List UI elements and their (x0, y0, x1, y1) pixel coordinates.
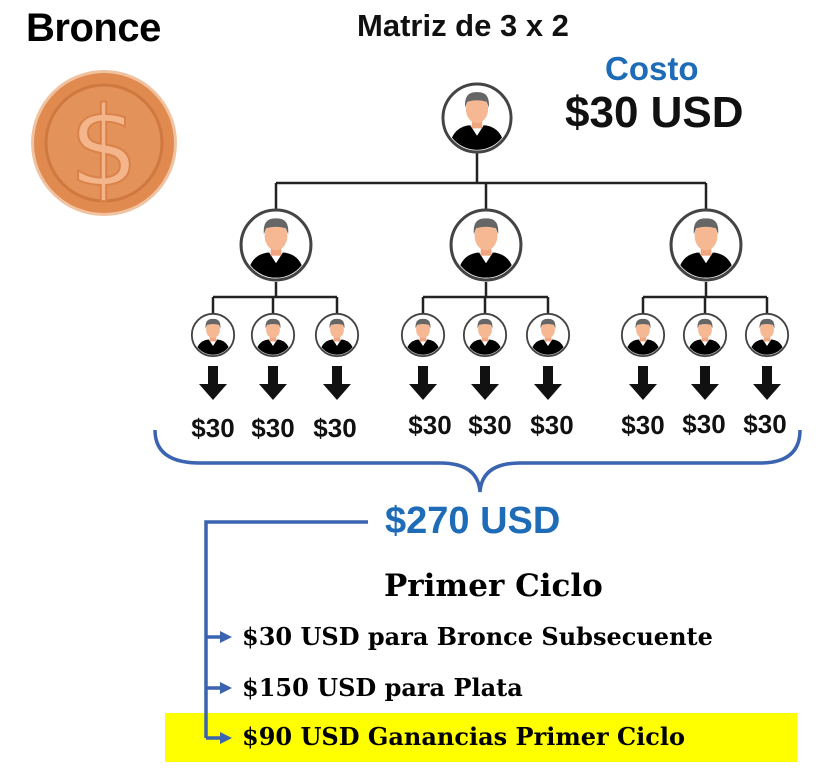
amount-label: $30 (408, 410, 452, 440)
arrow-right-icons (220, 631, 232, 744)
cycle-item: $30 USD para Bronce Subsecuente (242, 622, 713, 651)
amount-label: $30 (313, 413, 357, 443)
person-icon-root (443, 84, 511, 152)
person-icon-level2 (241, 210, 741, 280)
arrow-down-icon (323, 366, 351, 400)
arrow-down-icons (199, 366, 781, 400)
total-amount: $270 USD (385, 500, 561, 542)
cost-label: Costo (605, 50, 699, 87)
cycle-item: $150 USD para Plata (242, 673, 523, 702)
tree-lines (211, 150, 769, 313)
arrow-down-icon (199, 366, 227, 400)
matrix-title: Matriz de 3 x 2 (357, 8, 569, 43)
amount-label: $30 (530, 410, 574, 440)
arrow-down-icon (471, 366, 499, 400)
amount-label: $30 (191, 413, 235, 443)
cycle-item-highlighted: $90 USD Ganancias Primer Ciclo (242, 722, 685, 751)
cost-value: $30 USD (565, 88, 744, 137)
person-icon-level3 (192, 314, 788, 356)
arrow-down-icon (534, 366, 562, 400)
connector-lines (204, 520, 368, 740)
arrow-down-icon (409, 366, 437, 400)
arrow-down-icon (259, 366, 287, 400)
amount-label: $30 (682, 409, 726, 439)
amount-label: $30 (251, 413, 295, 443)
plan-title: Bronce (26, 6, 161, 50)
coin-dollar-icon: $ (31, 70, 177, 216)
arrow-down-icon (691, 366, 719, 400)
brace (153, 429, 802, 493)
arrow-down-icon (629, 366, 657, 400)
arrow-down-icon (753, 366, 781, 400)
highlight-band (165, 713, 797, 762)
cycle-title: Primer Ciclo (384, 568, 603, 604)
amount-label: $30 (468, 410, 512, 440)
svg-text:$: $ (69, 83, 139, 211)
amount-label: $30 (621, 410, 665, 440)
amount-label: $30 (743, 409, 787, 439)
